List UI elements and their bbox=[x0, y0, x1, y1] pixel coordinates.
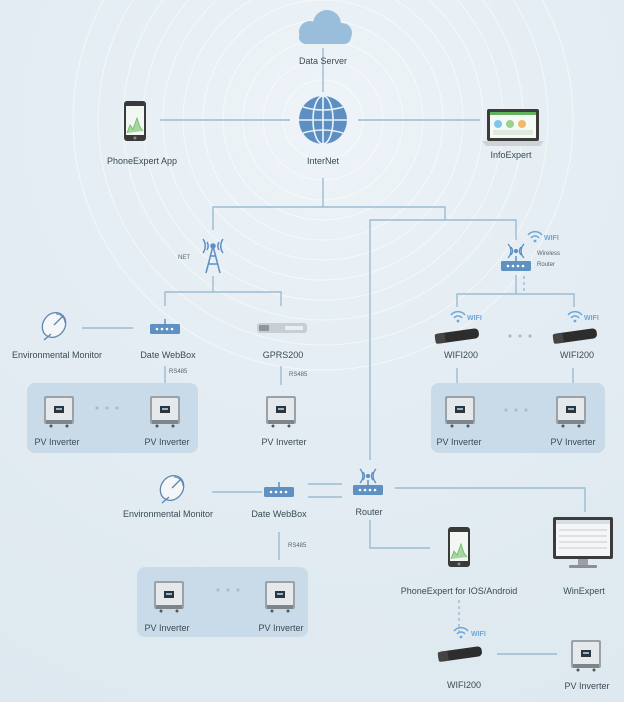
satellite-dish-icon bbox=[154, 470, 190, 506]
wifi200-label: WIFI200 bbox=[443, 350, 479, 360]
pv-inverter-label: PV Inverter bbox=[261, 437, 307, 447]
pv-inverter-label: PV Inverter bbox=[564, 681, 610, 691]
wifi200-dongle-icon bbox=[552, 327, 598, 345]
phone-icon bbox=[123, 100, 147, 142]
infoexpert-label: InfoExpert bbox=[490, 150, 532, 160]
phoneexpert-app-label: PhoneExpert App bbox=[106, 156, 178, 166]
wifi-label: WIFI bbox=[584, 315, 599, 322]
satellite-dish-icon bbox=[36, 307, 72, 343]
webbox-icon bbox=[263, 481, 295, 498]
gprs200-label: GPRS200 bbox=[262, 350, 304, 360]
wifi-icon bbox=[527, 230, 543, 244]
rs485-label: RS485 bbox=[169, 369, 188, 375]
date-webbox-label: Date WebBox bbox=[251, 509, 307, 519]
date-webbox-label: Date WebBox bbox=[140, 350, 196, 360]
environmental-monitor-label: Environmental Monitor bbox=[11, 350, 103, 360]
inverter-icon bbox=[266, 396, 296, 428]
pv-inverter-label: PV Inverter bbox=[34, 437, 80, 447]
wifi-label: WIFI bbox=[467, 315, 482, 322]
inverter-icon bbox=[265, 581, 295, 613]
pv-inverter-label: PV Inverter bbox=[550, 437, 596, 447]
wireless-label: Wireless bbox=[537, 251, 561, 257]
wifi-icon bbox=[453, 626, 469, 640]
rs485-label: RS485 bbox=[289, 372, 308, 378]
globe-icon bbox=[299, 95, 347, 145]
wifi-icon bbox=[567, 310, 583, 324]
laptop-icon bbox=[482, 109, 544, 146]
wifi200-label: WIFI200 bbox=[559, 350, 595, 360]
wireless-router-label: Router bbox=[537, 262, 556, 268]
environmental-monitor-label: Environmental Monitor bbox=[122, 509, 214, 519]
inverter-icon bbox=[445, 396, 475, 428]
data-server-label: Data Server bbox=[298, 56, 348, 66]
inverter-icon bbox=[154, 581, 184, 613]
wifi200-dongle-icon bbox=[437, 645, 483, 663]
wifi200-dongle-icon bbox=[434, 327, 480, 345]
wifi-label: WIFI bbox=[471, 631, 486, 638]
router-icon bbox=[352, 468, 384, 496]
winexpert-label: WinExpert bbox=[563, 586, 605, 596]
inverter-icon bbox=[571, 640, 601, 672]
internet-label: InterNet bbox=[306, 156, 340, 166]
router-label: Router bbox=[355, 507, 383, 517]
inverter-icon bbox=[44, 396, 74, 428]
phone-icon bbox=[447, 526, 471, 568]
gprs200-module-icon bbox=[257, 323, 307, 333]
wifi-label: WIFI bbox=[544, 235, 559, 242]
pv-inverter-label: PV Inverter bbox=[144, 437, 190, 447]
pv-inverter-label: PV Inverter bbox=[436, 437, 482, 447]
rs485-label: RS485 bbox=[288, 543, 307, 549]
antenna-tower-icon bbox=[202, 238, 224, 274]
net-label: NET bbox=[178, 255, 190, 261]
phoneexpert-mobile-label: PhoneExpert for IOS/Android bbox=[400, 586, 518, 596]
pv-inverter-label: PV Inverter bbox=[144, 623, 190, 633]
wifi200-label: WIFI200 bbox=[446, 680, 482, 690]
wifi-icon bbox=[450, 310, 466, 324]
cloud-icon bbox=[299, 10, 352, 44]
inverter-icon bbox=[556, 396, 586, 428]
inverter-icon bbox=[150, 396, 180, 428]
wireless-router-icon bbox=[500, 243, 532, 272]
pv-inverter-label: PV Inverter bbox=[258, 623, 304, 633]
desktop-monitor-icon bbox=[553, 517, 613, 568]
